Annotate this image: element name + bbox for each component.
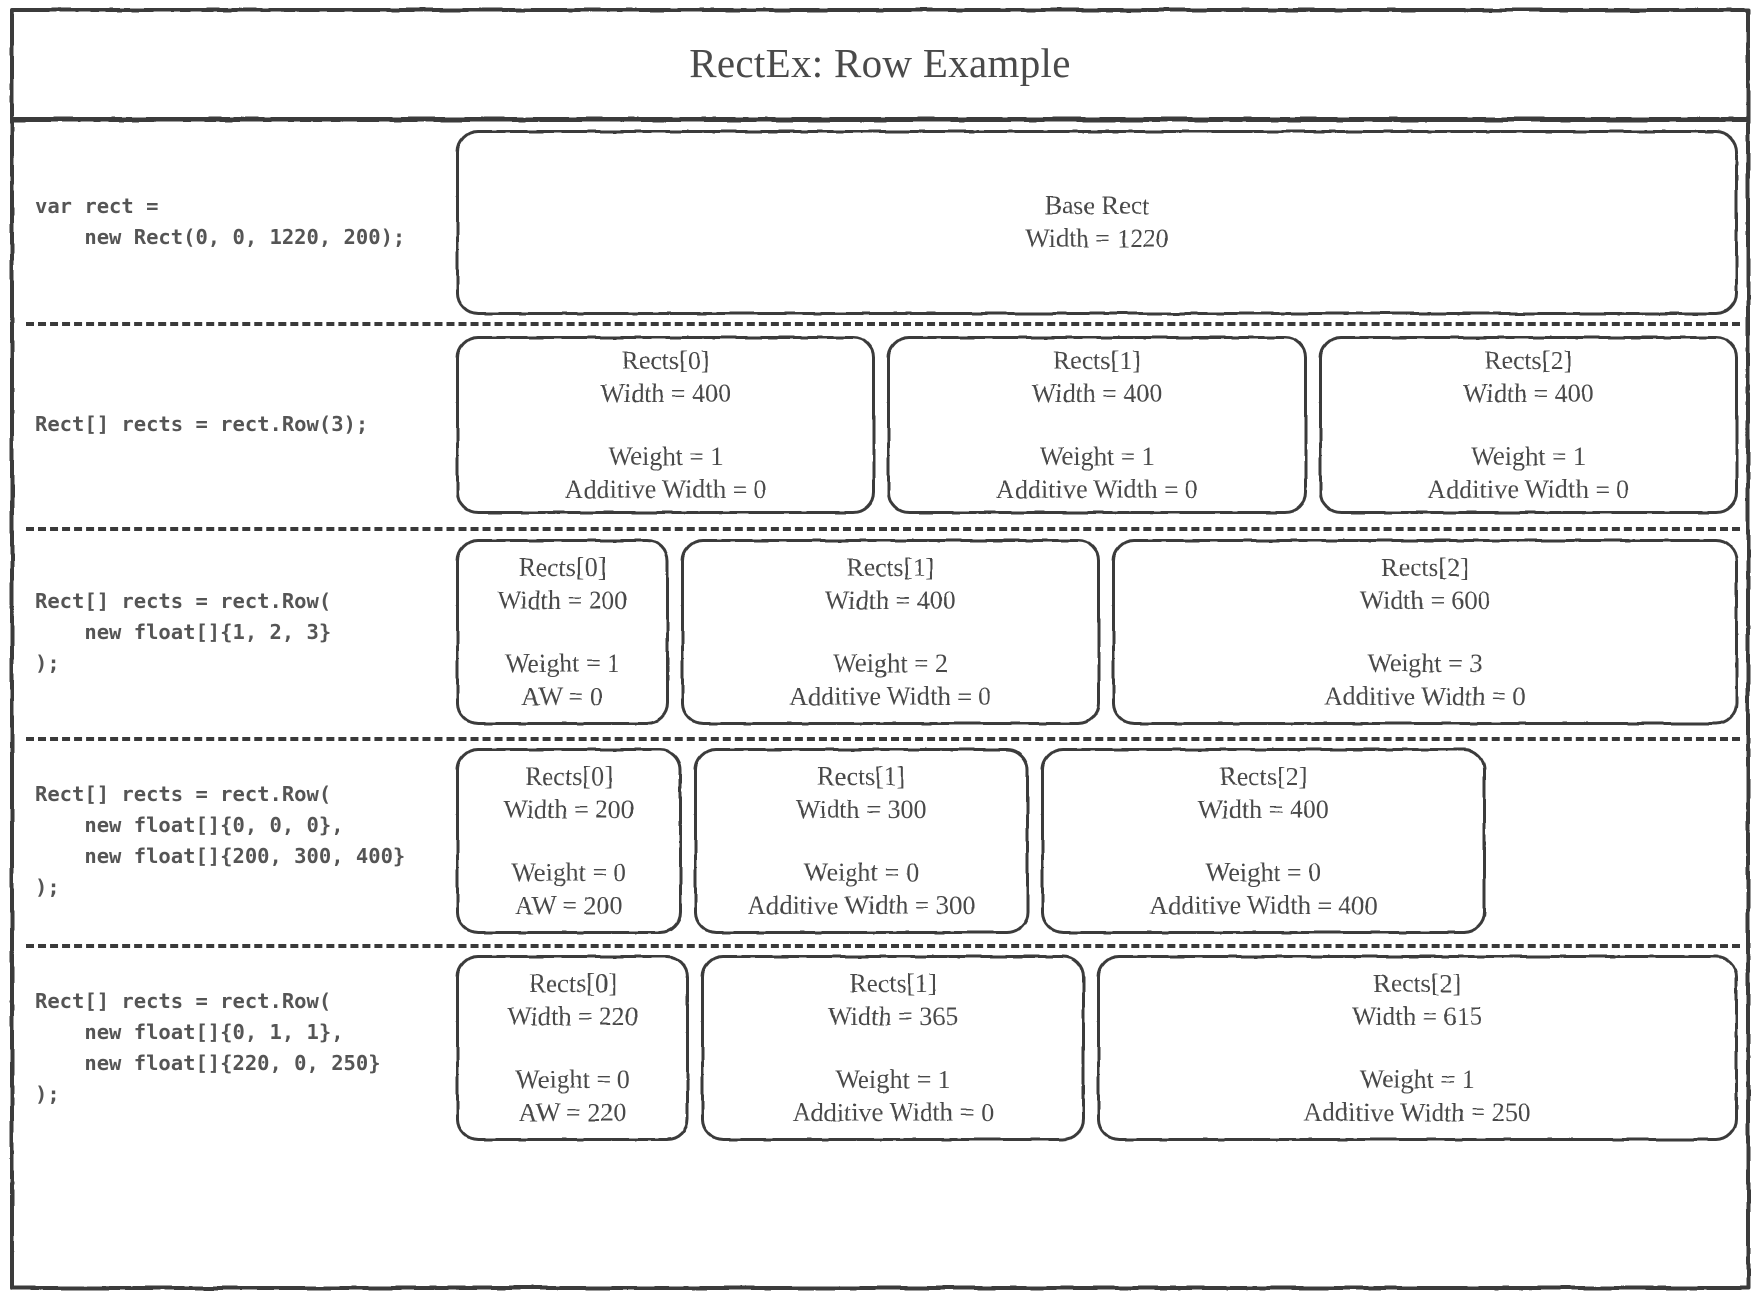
boxes-cell: Rects[0] Width = 200 Weight = 1 AW = 0 R… (456, 527, 1746, 737)
rect-box[interactable]: Rects[0] Width = 400 Weight = 1 Additive… (456, 335, 876, 514)
rect-additive-width: Additive Width = 300 (747, 890, 976, 920)
rect-width: Width = 600 (1359, 586, 1491, 615)
rect-box[interactable]: Rects[0] Width = 200 Weight = 1 AW = 0 (456, 539, 669, 725)
row-count-3: Rect[] rects = rect.Row(3); Rects[0] Wid… (14, 322, 1746, 527)
rect-weight: Weight = 0 (803, 857, 919, 887)
rect-weight: Weight = 1 (1039, 441, 1155, 471)
boxes-cell: Rects[0] Width = 400 Weight = 1 Additive… (456, 322, 1746, 527)
rect-weight: Weight = 1 (1470, 441, 1586, 471)
row-separator (26, 322, 1740, 326)
row-separator (26, 737, 1740, 741)
rect-additive-width: Additive Width = 250 (1303, 1097, 1532, 1127)
boxes-cell: Rects[0] Width = 220 Weight = 0 AW = 220… (456, 944, 1746, 1151)
rect-name: Rects[0] (518, 553, 607, 582)
rect-width: Width = 400 (825, 586, 956, 615)
code-cell: Rect[] rects = rect.Row( new float[]{1, … (14, 527, 456, 737)
code-cell: Rect[] rects = rect.Row( new float[]{0, … (14, 944, 456, 1151)
code-cell: Rect[] rects = rect.Row(3); (14, 322, 456, 527)
rect-width: Width = 200 (497, 586, 628, 615)
row-weights-123: Rect[] rects = rect.Row( new float[]{1, … (14, 527, 1746, 737)
rect-width: Width = 220 (507, 1001, 638, 1031)
rect-weight: Weight = 1 (608, 441, 724, 471)
row-separator (26, 527, 1740, 531)
rect-box[interactable]: Rects[2] Width = 600 Weight = 3 Additive… (1112, 539, 1738, 725)
rect-weight: Weight = 0 (511, 857, 627, 887)
rect-additive-width: Additive Width = 400 (1149, 890, 1378, 920)
boxes-cell: Base Rect Width = 1220 (456, 122, 1746, 322)
rect-box[interactable]: Rects[1] Width = 365 Weight = 1 Additive… (701, 954, 1085, 1141)
code-cell: var rect = new Rect(0, 0, 1220, 200); (14, 122, 456, 322)
rect-width: Width = 400 (1463, 378, 1594, 408)
row-base-rect: var rect = new Rect(0, 0, 1220, 200); Ba… (14, 122, 1746, 322)
rect-width: Width = 300 (795, 794, 927, 824)
rect-additive-width: AW = 0 (521, 682, 604, 711)
code-snippet: var rect = new Rect(0, 0, 1220, 200); (35, 194, 406, 249)
rect-box[interactable]: Rects[0] Width = 200 Weight = 0 AW = 200 (456, 747, 682, 934)
rect-name: Rects[0] (528, 968, 617, 998)
rect-additive-width: Additive Width = 0 (996, 474, 1198, 504)
rect-name: Rects[2] (1484, 345, 1573, 375)
rect-width: Width = 400 (1031, 378, 1163, 408)
rect-additive-width: AW = 220 (518, 1097, 627, 1127)
rect-name: Rects[0] (621, 345, 710, 375)
rows-container: var rect = new Rect(0, 0, 1220, 200); Ba… (14, 122, 1746, 1286)
rect-box[interactable]: Rects[2] Width = 615 Weight = 1 Additive… (1096, 954, 1738, 1141)
rect-weight: Weight = 1 (504, 649, 620, 678)
rect-weight: Weight = 1 (1359, 1064, 1475, 1094)
rect-box[interactable]: Rects[2] Width = 400 Weight = 0 Additive… (1040, 747, 1486, 934)
rect-width: Width = 1220 (1025, 224, 1169, 253)
code-snippet: Rect[] rects = rect.Row(3); (35, 412, 369, 436)
rect-width: Width = 615 (1351, 1001, 1483, 1031)
rect-additive-width: AW = 200 (515, 890, 623, 920)
rect-box[interactable]: Base Rect Width = 1220 (456, 129, 1738, 315)
code-snippet: Rect[] rects = rect.Row( new float[]{0, … (35, 781, 406, 899)
row-mixed: Rect[] rects = rect.Row( new float[]{0, … (14, 944, 1746, 1151)
rect-additive-width: Additive Width = 0 (792, 1097, 994, 1127)
rect-additive-width: Additive Width = 0 (789, 682, 992, 711)
rect-width: Width = 200 (503, 794, 635, 824)
rect-name: Rects[0] (524, 761, 613, 791)
rect-additive-width: Additive Width = 0 (1324, 682, 1526, 711)
code-cell: Rect[] rects = rect.Row( new float[]{0, … (14, 737, 456, 944)
page-title: RectEx: Row Example (689, 40, 1071, 86)
boxes-cell: Rects[0] Width = 200 Weight = 0 AW = 200… (456, 737, 1746, 944)
rect-weight: Weight = 0 (515, 1064, 631, 1094)
rect-weight: Weight = 3 (1367, 649, 1483, 678)
rect-weight: Weight = 1 (835, 1064, 951, 1094)
rect-name: Rects[2] (1219, 761, 1308, 791)
title-band: RectEx: Row Example (10, 8, 1750, 118)
rect-width: Width = 400 (1198, 794, 1329, 824)
rect-name: Rects[2] (1373, 968, 1462, 998)
rect-name: Base Rect (1044, 191, 1150, 220)
rect-box[interactable]: Rects[0] Width = 220 Weight = 0 AW = 220 (456, 954, 690, 1141)
rect-box[interactable]: Rects[1] Width = 300 Weight = 0 Additive… (693, 747, 1029, 934)
rect-additive-width: Additive Width = 0 (564, 474, 767, 504)
rect-name: Rects[1] (1052, 345, 1142, 375)
rect-box[interactable]: Rects[1] Width = 400 Weight = 2 Additive… (680, 539, 1100, 725)
code-snippet: Rect[] rects = rect.Row( new float[]{1, … (35, 588, 332, 675)
rect-name: Rects[2] (1380, 553, 1470, 582)
rect-box[interactable]: Rects[1] Width = 400 Weight = 1 Additive… (887, 335, 1307, 514)
rect-name: Rects[1] (846, 553, 935, 582)
rect-width: Width = 365 (827, 1001, 959, 1031)
rect-name: Rects[1] (848, 968, 937, 998)
rect-weight: Weight = 0 (1205, 857, 1321, 887)
rect-width: Width = 400 (600, 378, 731, 408)
rect-name: Rects[1] (817, 761, 906, 791)
rect-weight: Weight = 2 (832, 649, 948, 678)
rect-box[interactable]: Rects[2] Width = 400 Weight = 1 Additive… (1318, 335, 1738, 514)
code-snippet: Rect[] rects = rect.Row( new float[]{0, … (35, 988, 381, 1106)
title-divider (12, 117, 1748, 122)
rect-additive-width: Additive Width = 0 (1427, 474, 1630, 504)
row-separator (26, 944, 1740, 948)
outer-frame (10, 8, 1750, 1290)
row-additive-only: Rect[] rects = rect.Row( new float[]{0, … (14, 737, 1746, 944)
